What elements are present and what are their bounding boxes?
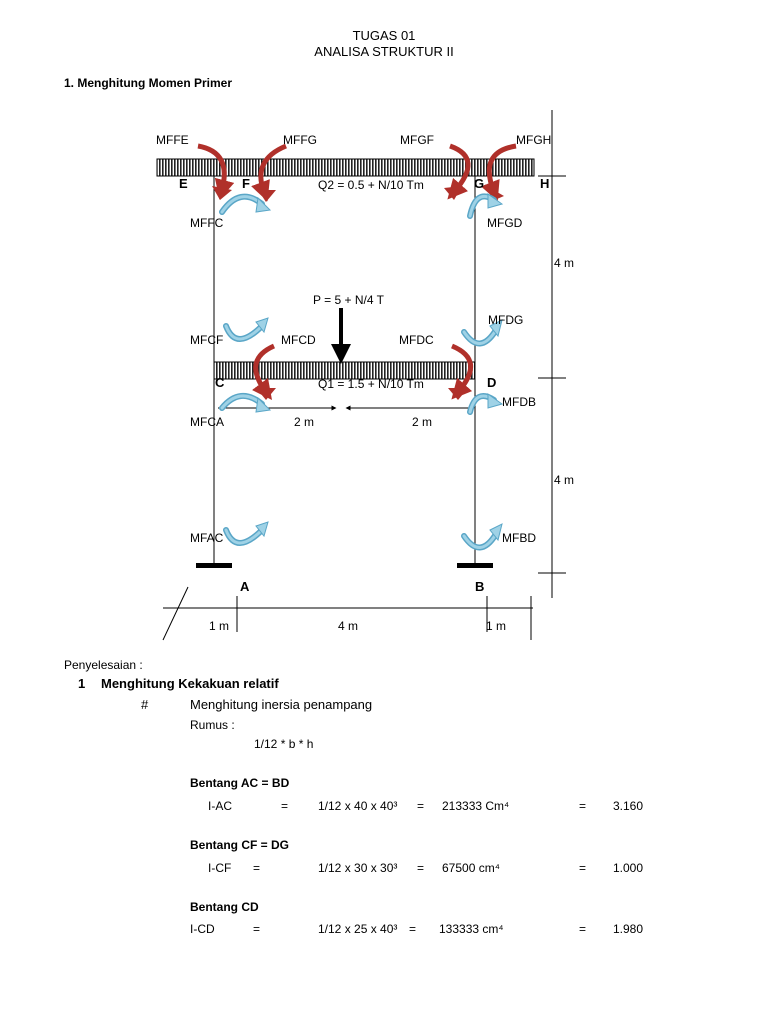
row-cf-expr: 1/12 x 30 x 30³ xyxy=(318,861,398,875)
load-p: P = 5 + N/4 T xyxy=(313,293,385,307)
red-arrow-heads xyxy=(212,186,504,400)
section-cd: Bentang CD xyxy=(190,900,259,914)
load-q1: Q1 = 1.5 + N/10 Tm xyxy=(318,377,424,391)
label-mfca: MFCA xyxy=(190,415,224,429)
dim-bay-right: 1 m xyxy=(486,619,506,633)
node-g: G xyxy=(474,176,484,191)
label-mfgd: MFGD xyxy=(487,216,523,230)
row-ac-eq1: = xyxy=(281,799,289,813)
dim-half-left: 2 m xyxy=(294,415,314,429)
beam-top xyxy=(156,158,535,177)
support-a xyxy=(196,563,232,568)
row-cd-eq2: = xyxy=(409,922,417,936)
formula: 1/12 * b * h xyxy=(254,737,314,751)
node-c: C xyxy=(215,375,225,390)
row-ac-eq3: = xyxy=(579,799,587,813)
section1-title: 1. Menghitung Momen Primer xyxy=(64,76,233,90)
moment-arrow-mfdc xyxy=(450,343,474,400)
solution-heading: Penyelesaian : xyxy=(64,658,143,672)
section-cf-dg: Bentang CF = DG xyxy=(190,838,290,852)
label-mfac: MFAC xyxy=(190,531,224,545)
node-d: D xyxy=(487,375,496,390)
row-ac-name: I-AC xyxy=(208,799,232,813)
doc-title-line1: TUGAS 01 xyxy=(352,28,416,43)
bullet-text: Menghitung inersia penampang xyxy=(190,697,373,712)
row-cf-name: I-CF xyxy=(208,861,232,875)
label-mfdb: MFDB xyxy=(502,395,536,409)
row-cd-expr: 1/12 x 25 x 40³ xyxy=(318,922,398,936)
dim-height-bottom: 4 m xyxy=(554,473,574,487)
rumus-label: Rumus : xyxy=(190,718,235,732)
blue-arrow-heads xyxy=(255,193,504,542)
node-f: F xyxy=(242,176,250,191)
label-mfdc: MFDC xyxy=(399,333,434,347)
row-ac-expr: 1/12 x 40 x 40³ xyxy=(318,799,398,813)
row-cf-ratio: 1.000 xyxy=(613,861,644,875)
label-mffe: MFFE xyxy=(156,133,189,147)
row-cf-value: 67500 cm⁴ xyxy=(442,861,500,875)
moment-arrow-mfgh xyxy=(481,143,517,202)
moment-arrow-mffe xyxy=(197,143,235,200)
row-cd-ratio: 1.980 xyxy=(613,922,644,936)
red-moment-arrows xyxy=(197,143,517,401)
dim-height-top: 4 m xyxy=(554,256,574,270)
node-a: A xyxy=(240,579,250,594)
node-b: B xyxy=(475,579,484,594)
moment-arrow-mfgf xyxy=(447,143,471,200)
dim-bay-left: 1 m xyxy=(209,619,229,633)
bullet-mark: # xyxy=(141,697,149,712)
row-ac-ratio: 3.160 xyxy=(613,799,644,813)
step-title: Menghitung Kekakuan relatif xyxy=(101,676,279,691)
dim-half-right: 2 m xyxy=(412,415,432,429)
label-mfdg: MFDG xyxy=(488,313,523,327)
support-b xyxy=(457,563,493,568)
label-mffg: MFFG xyxy=(283,133,317,147)
node-h: H xyxy=(540,176,549,191)
row-cf-eq3: = xyxy=(579,861,587,875)
row-ac-eq2: = xyxy=(417,799,425,813)
row-cd-eq1: = xyxy=(253,922,261,936)
row-cf-eq2: = xyxy=(417,861,425,875)
label-mffc: MFFC xyxy=(190,216,224,230)
row-cf-eq1: = xyxy=(253,861,261,875)
row-cd-eq3: = xyxy=(579,922,587,936)
row-cd-name: I-CD xyxy=(190,922,215,936)
frame-diagram: MFFE MFFG MFGF MFGH MFFC MFGD MFCF MFCD … xyxy=(156,110,574,641)
doc-title-line2: ANALISA STRUKTUR II xyxy=(314,44,454,59)
row-ac-value: 213333 Cm⁴ xyxy=(442,799,510,813)
label-mfcd: MFCD xyxy=(281,333,316,347)
label-mfcf: MFCF xyxy=(190,333,223,347)
section-ac-bd: Bentang AC = BD xyxy=(190,776,290,790)
node-e: E xyxy=(179,176,188,191)
moment-arrow-mffg xyxy=(251,143,288,202)
step-number: 1 xyxy=(78,676,86,691)
row-cd-value: 133333 cm⁴ xyxy=(439,922,504,936)
load-q2: Q2 = 0.5 + N/10 Tm xyxy=(318,178,424,192)
moment-arrow-mfcd xyxy=(252,343,276,401)
dim-bay-mid: 4 m xyxy=(338,619,358,633)
label-mfgf: MFGF xyxy=(400,133,434,147)
label-mfgh: MFGH xyxy=(516,133,551,147)
label-mfbd: MFBD xyxy=(502,531,536,545)
